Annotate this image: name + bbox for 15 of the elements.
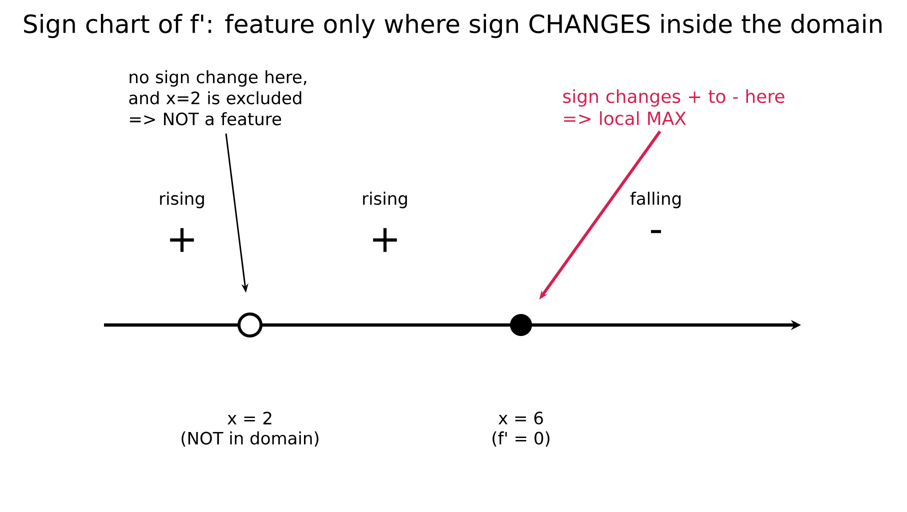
sign-symbol: + <box>170 228 194 252</box>
callout-text: no sign change here, and x=2 is excluded => NOT a feature <box>129 70 306 126</box>
region-label: rising <box>160 192 204 208</box>
title: Sign chart of f': feature only where sign CHANGES inside the domain <box>24 14 882 38</box>
open-circle <box>238 312 262 338</box>
point-label: (f' = 0) <box>492 431 550 447</box>
filled-dot <box>510 314 532 336</box>
callout-text: sign changes + to - here => local MAX <box>563 89 784 126</box>
sign-symbol: - <box>651 230 661 234</box>
region-label: falling <box>630 192 681 208</box>
region-label: rising <box>363 192 407 208</box>
point-label: x = 6 <box>498 412 543 424</box>
point-label: (NOT in domain) <box>182 431 318 447</box>
sign-symbol: + <box>373 228 397 252</box>
point-label: x = 2 <box>228 412 272 424</box>
